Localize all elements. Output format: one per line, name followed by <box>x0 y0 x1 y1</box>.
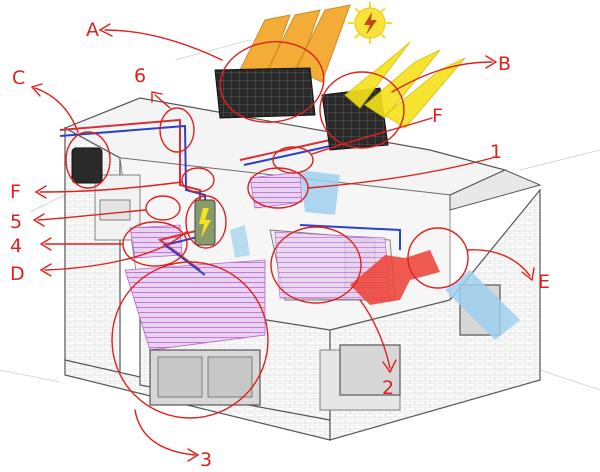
label-F-right: F <box>432 105 443 127</box>
circle-C-heatpump <box>65 131 111 189</box>
floor-heating-room <box>249 171 303 209</box>
heat-pump-unit <box>71 147 103 184</box>
label-C: C <box>12 67 25 89</box>
pv-ray-panel <box>384 57 466 129</box>
arrow-2 <box>359 299 391 369</box>
lightning-icon <box>364 12 377 35</box>
floor-heating-living <box>124 259 266 351</box>
arrow-C <box>34 87 79 133</box>
label-1: 1 <box>490 141 502 163</box>
label-6: 6 <box>134 65 146 87</box>
right-wall-top <box>449 169 542 211</box>
label-B: B <box>498 53 511 75</box>
label-4: 4 <box>10 235 22 257</box>
label-5: 5 <box>10 211 22 233</box>
sun-icon <box>348 2 392 44</box>
label-2: 2 <box>382 377 394 399</box>
circle-3-living <box>111 261 269 419</box>
equipment <box>71 147 216 246</box>
solar-thermal-panel <box>294 4 351 83</box>
arrow-D <box>44 231 187 271</box>
cold-flow-arrow <box>230 225 250 258</box>
heat-flow-arrow <box>350 250 440 305</box>
pv-panel-left <box>214 67 316 119</box>
circle-F-left <box>181 167 215 193</box>
circle-A-solar-collectors <box>219 41 325 123</box>
arrow-A <box>104 29 223 61</box>
pipe-blue <box>59 124 208 276</box>
label-3: 3 <box>200 449 212 471</box>
inverter-symbol <box>199 208 211 238</box>
pipe-red <box>59 118 201 271</box>
annotations <box>30 23 535 462</box>
label-E: E <box>538 271 550 293</box>
arrow-1 <box>307 157 493 189</box>
circle-E-heatloss <box>407 227 469 289</box>
cold-flow-arrow <box>445 270 520 340</box>
label-F-left: F <box>10 181 21 203</box>
annotation-labels: A B C 6 F 1 F 5 4 D E 2 3 <box>10 19 550 471</box>
pv-ray-panel <box>364 49 441 119</box>
arrow-F-right <box>311 117 433 155</box>
label-A: A <box>86 19 99 41</box>
circle-B-pv-panels <box>319 71 405 149</box>
label-D: D <box>10 263 25 285</box>
arrow-E <box>467 249 531 277</box>
circle-F-right <box>272 146 314 174</box>
circle-5 <box>145 195 181 221</box>
arrow-6 <box>154 94 171 109</box>
circle-2-bedroom <box>270 226 362 304</box>
cold-air-flow <box>230 170 520 340</box>
heat-flow <box>350 250 440 305</box>
arrow-B <box>391 61 493 93</box>
arrow-5 <box>37 209 147 221</box>
circle-inverter <box>185 195 227 249</box>
circle-6-pipes <box>159 107 195 153</box>
arrow-F-left <box>39 181 183 193</box>
arrow-3 <box>134 409 196 456</box>
cold-flow-arrow <box>300 170 340 215</box>
window-front-right <box>339 344 401 396</box>
